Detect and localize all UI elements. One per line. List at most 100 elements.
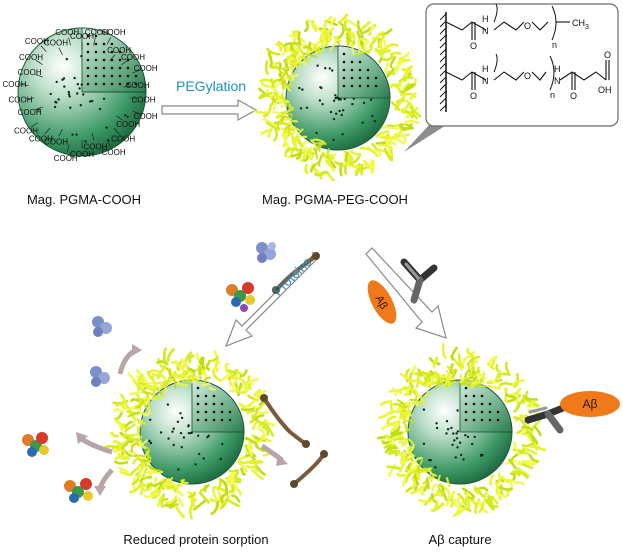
peg-chain (200, 368, 204, 376)
peg-chain (234, 471, 239, 481)
iron-oxide-dot (76, 92, 79, 95)
peg-chain (398, 52, 410, 60)
peg-chain (317, 46, 321, 55)
iron-oxide-dot (340, 113, 343, 117)
peg-chain (265, 121, 275, 129)
peg-chain (237, 461, 248, 473)
inset-box (425, 3, 619, 127)
peg-chain (117, 454, 130, 461)
peg-chain (379, 400, 393, 406)
iron-oxide-dot (196, 418, 200, 422)
methyl-subscript: 3 (585, 24, 589, 31)
peg-chain (274, 80, 284, 89)
peg-chain (165, 495, 178, 505)
peg-chain (205, 361, 211, 371)
peg-chain (425, 478, 431, 490)
iron-oxide-dot (189, 431, 193, 435)
peg-chain (114, 454, 126, 461)
cooh-group-label: COOH (121, 53, 145, 62)
peg-chain (250, 459, 264, 464)
iron-oxide-dot (301, 88, 304, 91)
caption-pegylated: Mag. PGMA-PEG-COOH (262, 192, 408, 207)
peg-chain (130, 443, 136, 453)
iron-oxide-dot (86, 34, 90, 38)
iron-oxide-dot (55, 80, 58, 84)
iron-oxide-dot (332, 138, 335, 142)
peg-chain (263, 418, 276, 427)
peg-chain (279, 120, 292, 127)
peg-chain (137, 408, 148, 415)
peg-chain (258, 93, 269, 100)
peg-chain (445, 477, 451, 488)
peg-chain (243, 381, 248, 394)
peg-chain (306, 148, 313, 161)
iron-oxide-dot (94, 58, 98, 62)
peg-chain (409, 460, 414, 471)
nh-h: H (482, 64, 489, 74)
peg-chain (356, 20, 363, 34)
peg-chain (125, 420, 133, 428)
peg-chain (482, 370, 487, 381)
iron-oxide-dot (198, 452, 201, 456)
iron-oxide-dot (62, 77, 66, 80)
peg-chain (441, 342, 447, 360)
peg-chain (290, 124, 300, 131)
peg-chain (214, 359, 219, 373)
peg-chain (489, 474, 495, 486)
peg-chain (389, 56, 397, 69)
peg-chain (175, 376, 182, 386)
cooh-group-label: COOH (132, 96, 156, 105)
peg-chain (143, 492, 160, 498)
peg-chain (129, 440, 137, 447)
iron-oxide-dot (352, 97, 355, 100)
magnetic-dots (37, 34, 138, 143)
peg-chain (514, 414, 528, 422)
iron-oxide-dot (464, 386, 468, 390)
peg-chain (389, 51, 402, 56)
peg-chain (180, 366, 190, 379)
iron-oxide-dot (464, 402, 468, 406)
peg-chain (269, 94, 282, 98)
peg-chain (210, 500, 219, 515)
cooh-group-label: COOH (55, 28, 79, 37)
peg-chain (356, 30, 365, 46)
iron-oxide-dot (196, 386, 200, 390)
peg-chain (453, 498, 458, 508)
peg-chain (163, 379, 171, 388)
peg-chain (277, 95, 290, 104)
peg-chain (254, 407, 268, 415)
iron-oxide-dot (76, 83, 80, 86)
peg-chain (303, 21, 309, 33)
iron-oxide-dot (78, 87, 81, 90)
peg-chain (237, 455, 250, 463)
iron-oxide-dot (167, 437, 170, 440)
peg-chain (130, 398, 140, 403)
cooh-group-label: COOH (44, 138, 68, 147)
peg-chain (426, 374, 436, 385)
peg-chain (492, 496, 499, 505)
iron-oxide-dot (464, 410, 468, 414)
ether-o: O (524, 21, 531, 31)
peg-chain (457, 492, 468, 506)
peg-chain (179, 363, 186, 376)
peg-chain (513, 372, 520, 388)
cooh-group-label: COOH (44, 38, 68, 47)
peg-chain (225, 497, 240, 508)
abeta-label: Aβ (373, 294, 390, 312)
peg-chain (273, 126, 279, 142)
peg-chain (162, 379, 169, 387)
peg-chain (384, 446, 399, 454)
acid-o: O (604, 50, 611, 60)
peg-chain (510, 472, 516, 481)
peg-chain (280, 71, 288, 80)
peg-chain (395, 123, 404, 131)
peg-chain (264, 60, 269, 75)
peg-chain (450, 346, 458, 361)
peg-chain (518, 459, 535, 465)
peg-chain (400, 123, 413, 132)
peg-chain (513, 440, 519, 452)
peg-chain (357, 40, 361, 55)
peg-chain (231, 476, 239, 490)
caption-protein-sorption: Reduced protein sorption (123, 532, 269, 547)
